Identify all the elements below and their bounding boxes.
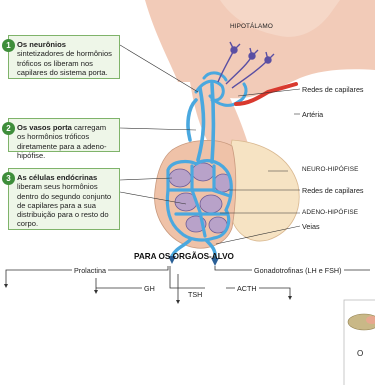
target-gonadotropins: Gonadotrofinas (LH e FSH): [252, 266, 344, 275]
step-3-text: liberam seus hormônios dentro do segundo…: [17, 182, 111, 228]
step-2-title: Os vasos porta: [17, 123, 72, 132]
label-artery: Artéria: [302, 110, 323, 119]
step-3-box: 3 As células endócrinas liberam seus hor…: [8, 168, 120, 230]
step-1-text: sintetizadores de hormônios tróficos os …: [17, 49, 112, 77]
target-acth: ACTH: [235, 284, 259, 293]
neurohypophysis-lobe: [228, 140, 300, 241]
label-adenohypophysis: ADENO-HIPÓFISE: [302, 209, 358, 216]
inset-panel: [344, 300, 375, 385]
step-1-badge: 1: [2, 39, 15, 52]
step-2-badge: 2: [2, 122, 15, 135]
target-prolactin: Prolactina: [72, 266, 108, 275]
targets-title: PARA OS ORGÃOS-ALVO: [134, 252, 234, 261]
inset-letter: O: [357, 349, 363, 358]
label-veins: Veias: [302, 222, 320, 231]
target-gh: GH: [142, 284, 157, 293]
label-capillary-nets-top: Redes de capilares: [302, 85, 364, 94]
label-hypothalamus: HIPOTÁLAMO: [230, 23, 273, 30]
step-3-title: As células endócrinas: [17, 173, 97, 182]
label-neurohypophysis: NEURO-HIPÓFISE: [302, 166, 358, 173]
step-1-box: 1 Os neurônios sintetizadores de hormôni…: [8, 35, 120, 79]
target-tsh: TSH: [188, 290, 202, 299]
label-capillary-nets-bottom: Redes de capilares: [302, 186, 364, 195]
step-1-title: Os neurônios: [17, 40, 66, 49]
step-3-badge: 3: [2, 172, 15, 185]
step-2-box: 2 Os vasos porta carregam os hormônios t…: [8, 118, 120, 152]
